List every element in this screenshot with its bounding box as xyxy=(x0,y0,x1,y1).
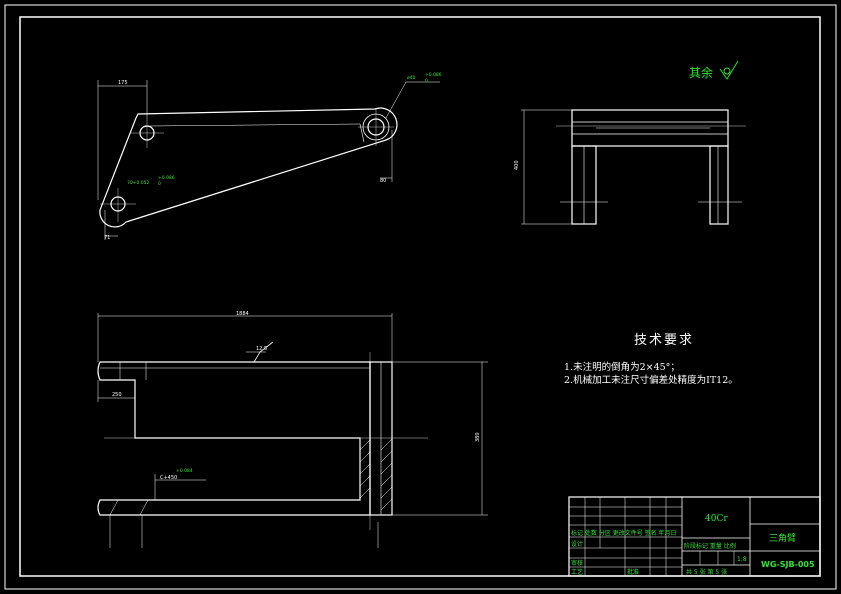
title-drawing-code: WG-SJB-005 xyxy=(761,560,815,569)
outer-border xyxy=(4,4,837,590)
tech-requirements-title: 技术要求 xyxy=(634,333,694,348)
surface-mark-value: 12.5 xyxy=(256,346,267,352)
title-material: 40Cr xyxy=(705,514,728,524)
arm-inner-edge xyxy=(149,123,361,127)
dim-long-length: 1884 xyxy=(236,311,249,317)
side-top-bar xyxy=(571,109,729,147)
roughness-symbol xyxy=(719,60,739,80)
title-process-label: 工艺 xyxy=(571,568,583,576)
title-sheets: 共 5 张 第 5 张 xyxy=(686,568,727,576)
title-approve-label: 批准 xyxy=(627,568,639,576)
dim-side-height: 400 xyxy=(514,160,520,170)
title-part-name: 三角臂 xyxy=(769,532,796,544)
dim-short-length: 250 xyxy=(112,392,122,398)
title-design-label: 设计 xyxy=(571,540,583,548)
dim-top-left: 175 xyxy=(118,80,128,86)
dim-right-tol-lower: 0 xyxy=(425,78,428,84)
dim-right-tol: +0.086 xyxy=(425,72,442,78)
title-review-label: 审核 xyxy=(571,559,583,567)
hatching xyxy=(109,438,393,516)
dim-right-small: 80 xyxy=(380,178,386,184)
dim-left-hole: 70+0.052 xyxy=(127,180,150,186)
tech-note-2: 2.机械加工未注尺寸偏差处精度为IT12。 xyxy=(564,374,738,386)
leader xyxy=(385,81,407,119)
dim-right-height: 380 xyxy=(475,432,481,442)
arm-outline xyxy=(99,107,398,228)
title-scale: 1:8 xyxy=(737,556,747,563)
tech-note-1: 1.未注明的倒角为2×45°； xyxy=(564,361,680,373)
dim-bottom-tol: +0.084 xyxy=(176,468,193,474)
dim-left-tol: +0.086 xyxy=(158,175,175,181)
title-header-labels: 标记 处数 分区 更改文件号 签名 年月日 xyxy=(571,529,677,537)
dim-left-tol-lower: 0 xyxy=(158,181,161,187)
dim-bottom-left: 71 xyxy=(104,235,110,241)
title-block xyxy=(568,496,821,577)
dim-right-hole: ø40 xyxy=(407,75,416,81)
title-stage-labels: 阶段标记 重量 比例 xyxy=(684,542,736,550)
bottom-profile xyxy=(97,361,371,516)
front-view xyxy=(97,80,440,240)
side-right-leg xyxy=(709,145,729,225)
inner-border xyxy=(19,16,821,577)
dim-bottom-flange: C+450 xyxy=(160,475,177,481)
roughness-note: 其余 xyxy=(689,65,713,80)
side-view xyxy=(521,109,746,225)
bottom-view xyxy=(97,313,488,548)
